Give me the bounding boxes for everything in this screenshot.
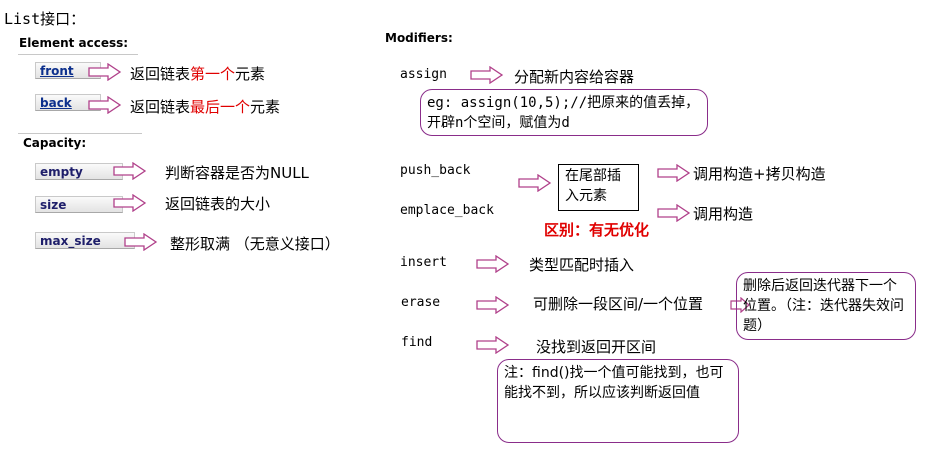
- assign-note: eg: assign(10,5);//把原来的值丢掉，开辟n个空间，赋值为d: [420, 89, 708, 136]
- insert-arrow-icon: [476, 255, 510, 273]
- erase-description: 可删除一段区间/一个位置: [533, 295, 704, 313]
- empty-label[interactable]: empty: [35, 163, 123, 180]
- max-size-description: 整形取满 （无意义接口）: [170, 235, 340, 253]
- back-label[interactable]: back: [35, 94, 101, 111]
- push-back-arrow-icon: [518, 174, 552, 192]
- modifiers-heading: Modifiers:: [385, 31, 453, 45]
- size-label[interactable]: size: [35, 196, 123, 213]
- insert-name: insert: [400, 255, 447, 270]
- capacity-heading: Capacity:: [23, 136, 87, 150]
- back-arrow-icon: [88, 96, 122, 114]
- find-name: find: [401, 335, 433, 350]
- erase-arrow-icon: [476, 296, 510, 314]
- erase-note: 删除后返回迭代器下一个位置。（注：迭代器失效问题）: [736, 272, 916, 340]
- page-title: List接口：: [4, 10, 86, 28]
- size-arrow-icon: [113, 194, 147, 212]
- assign-description: 分配新内容给容器: [514, 68, 635, 86]
- front-highlight: 第一个: [190, 65, 236, 83]
- max-size-label[interactable]: max_size: [35, 232, 135, 249]
- push-back-result-arrow-icon: [657, 164, 691, 182]
- front-description: 返回链表第一个元素: [130, 65, 266, 83]
- emplace-back-name: emplace_back: [400, 203, 494, 218]
- erase-note-arrow-icon: [730, 297, 750, 313]
- find-arrow-icon: [476, 336, 510, 354]
- front-label[interactable]: front: [35, 62, 101, 79]
- assign-name: assign: [400, 67, 447, 82]
- max-size-arrow-icon: [124, 233, 158, 251]
- push-back-description: 调用构造+拷贝构造: [693, 165, 826, 183]
- insert-description: 类型匹配时插入: [529, 256, 635, 274]
- capacity-divider: [18, 133, 142, 134]
- element-access-heading: Element access:: [19, 36, 129, 50]
- back-description: 返回链表最后一个元素: [130, 98, 281, 116]
- erase-name: erase: [401, 295, 441, 310]
- empty-arrow-icon: [113, 162, 147, 180]
- element-access-divider: [18, 54, 138, 55]
- back-highlight: 最后一个: [190, 98, 251, 116]
- emplace-back-difference: 区别：有无优化: [544, 221, 650, 239]
- size-description: 返回链表的大小: [165, 195, 271, 213]
- push-back-box: 在尾部插入元素: [558, 164, 639, 211]
- front-arrow-icon: [88, 63, 122, 81]
- emplace-back-description: 调用构造: [693, 205, 754, 223]
- emplace-back-arrow-icon: [657, 204, 691, 222]
- empty-description: 判断容器是否为NULL: [165, 164, 309, 182]
- find-description: 没找到返回开区间: [536, 338, 657, 356]
- find-note: 注：find()找一个值可能找到，也可能找不到，所以应该判断返回值: [497, 359, 739, 443]
- push-back-name: push_back: [400, 163, 471, 178]
- assign-arrow-icon: [470, 66, 504, 84]
